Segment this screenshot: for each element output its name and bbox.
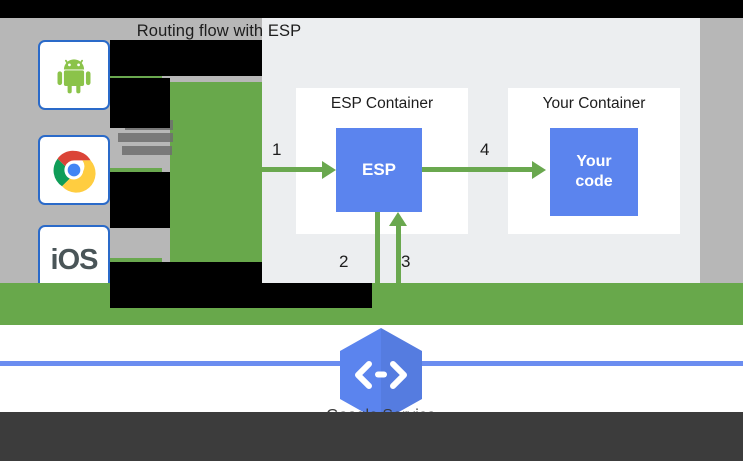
esp-container-label: ESP Container bbox=[330, 95, 434, 112]
android-icon bbox=[57, 59, 91, 94]
android-connector-stub bbox=[110, 74, 162, 78]
your-code-node-label: Your code bbox=[575, 152, 612, 191]
client-card-chrome bbox=[38, 135, 110, 205]
occlusion-band-a bbox=[110, 40, 262, 76]
occlusion-band-e bbox=[110, 283, 372, 308]
occlusion-band-bottom bbox=[0, 412, 743, 461]
occlusion-band-c bbox=[110, 172, 170, 228]
occlusion-smudge-2 bbox=[118, 133, 173, 142]
arrow-3-head bbox=[389, 212, 407, 226]
your-container-label: Your Container bbox=[542, 95, 646, 112]
esp-node-label: ESP bbox=[361, 159, 397, 179]
step-number-3: 3 bbox=[401, 252, 411, 271]
step-number-4: 4 bbox=[480, 140, 490, 159]
your-code-line2: code bbox=[575, 173, 613, 190]
client-card-android bbox=[38, 40, 110, 110]
arrow-1-head bbox=[322, 161, 336, 179]
occlusion-band-b bbox=[110, 78, 170, 128]
step-number-1: 1 bbox=[272, 140, 282, 159]
arrow-1-line bbox=[262, 167, 324, 172]
arrow-3-line bbox=[396, 225, 401, 327]
your-code-line1: Your bbox=[576, 153, 612, 171]
arrow-4-head bbox=[532, 161, 546, 179]
diagram-title: Routing flow with ESP bbox=[136, 22, 302, 40]
arrow-4-line bbox=[422, 167, 536, 172]
right-gray-band bbox=[700, 18, 743, 308]
service-control-hexagon-logo bbox=[340, 328, 422, 422]
ios-connector-stub bbox=[110, 258, 162, 262]
your-code-node: Your code bbox=[550, 128, 638, 216]
step-number-2: 2 bbox=[339, 252, 349, 271]
ios-icon: iOS bbox=[50, 243, 99, 276]
arrow-2-line bbox=[375, 212, 380, 327]
occlusion-band-top bbox=[0, 0, 743, 18]
esp-node: ESP bbox=[336, 128, 422, 212]
chrome-icon bbox=[53, 150, 96, 193]
chrome-connector-stub bbox=[110, 168, 162, 172]
occlusion-smudge-3 bbox=[122, 146, 172, 155]
